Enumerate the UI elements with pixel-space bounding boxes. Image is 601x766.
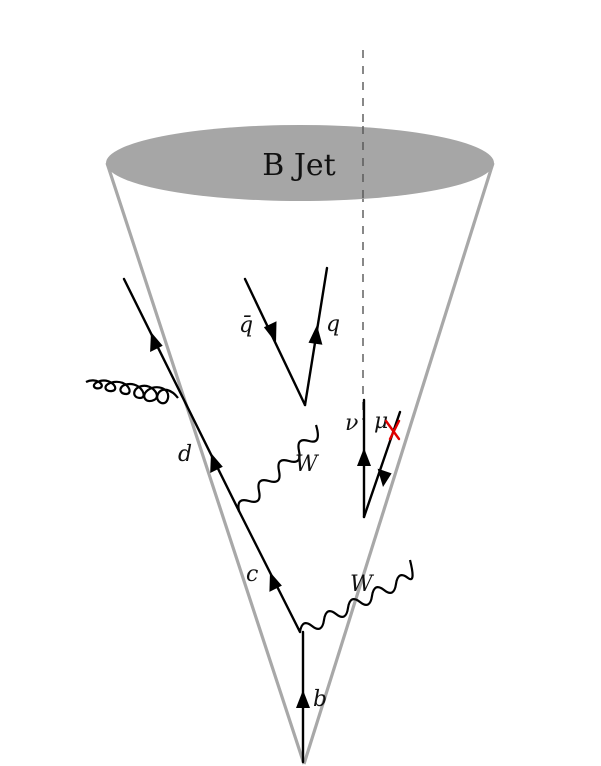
q-arrow (308, 325, 323, 345)
b-quark-arrow (296, 690, 310, 708)
jet-cap-ellipse (106, 125, 494, 201)
c-quark-line (237, 509, 302, 634)
cone-left-edge (105, 162, 306, 765)
jet-label: B Jet (262, 148, 335, 183)
w-upper-label: W (295, 452, 320, 477)
gluon-curly-line (85, 379, 179, 405)
d-quark-label: d (178, 442, 192, 467)
muon-arrow (377, 468, 392, 487)
d-quark-arrow-upper (150, 332, 163, 352)
d-quark-line (122, 277, 241, 513)
qbar-label: q̄ (239, 313, 253, 338)
neutrino-arrow (357, 448, 371, 466)
q-label: q (326, 312, 340, 337)
d-quark-arrow (210, 453, 223, 473)
b-quark-label: b (313, 687, 327, 712)
w-lower-label: W (350, 572, 375, 597)
qbar-line (243, 277, 307, 407)
muon-cross-marker (384, 419, 401, 441)
c-quark-label: c (246, 562, 258, 587)
w-boson-upper-wavy-line (237, 424, 319, 512)
cone-right-edge (302, 162, 495, 765)
qbar-arrow (263, 321, 277, 343)
c-quark-arrow (269, 572, 282, 592)
w-boson-lower-wavy-line (298, 559, 414, 633)
muon-label: μ (374, 409, 388, 434)
neutrino-label: ν (345, 411, 358, 436)
